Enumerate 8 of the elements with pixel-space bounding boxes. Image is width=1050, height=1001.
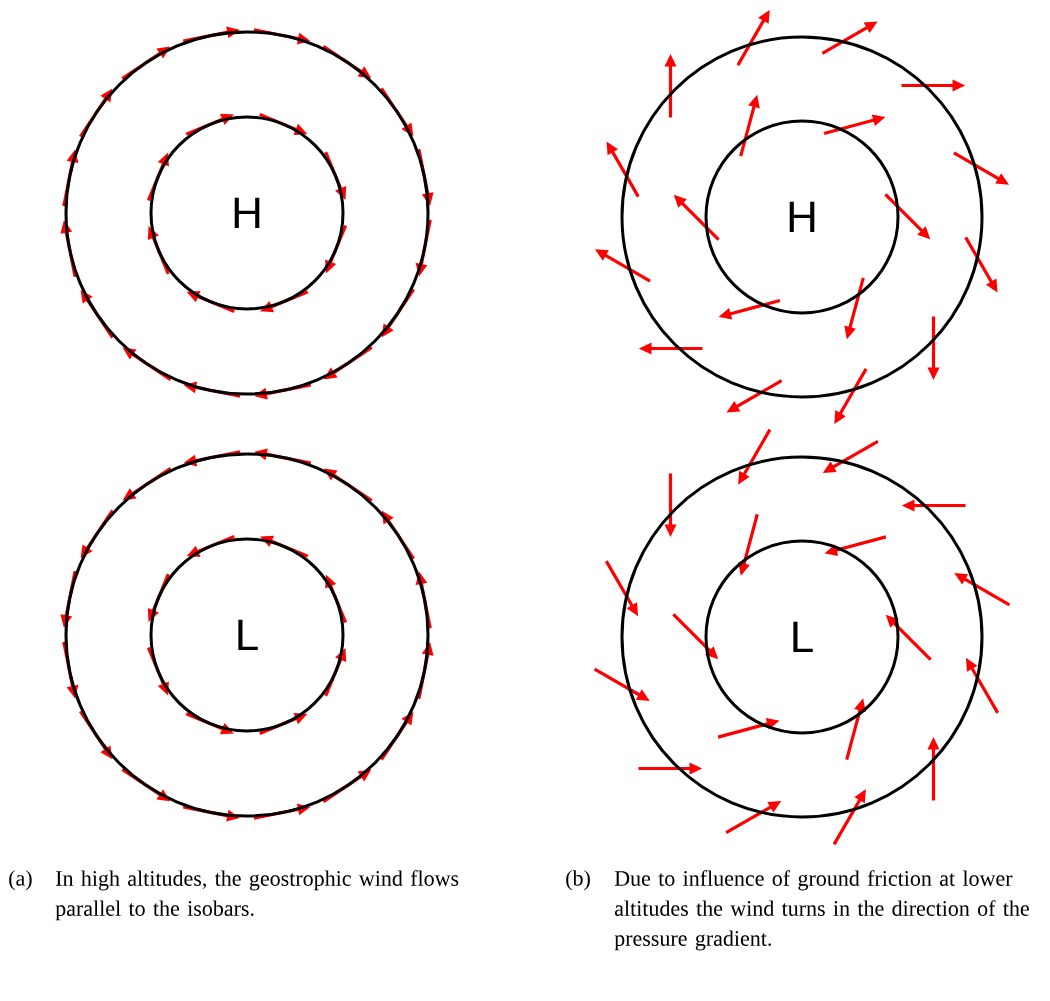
isobar-circle (620, 35, 984, 399)
caption-text: In high altitudes, the geostrophic wind flows parallel to the isobars. (55, 870, 459, 921)
isobar-circle (64, 452, 430, 818)
caption-text: Due to influence of ground friction at lower altitudes the wind turns in the direction of the pressure gradient. (614, 870, 1029, 951)
caption-tag: (a) (9, 870, 32, 891)
caption-tag: (b) (566, 870, 590, 891)
isobar-circle (64, 30, 430, 396)
isobar-circle (620, 455, 984, 819)
